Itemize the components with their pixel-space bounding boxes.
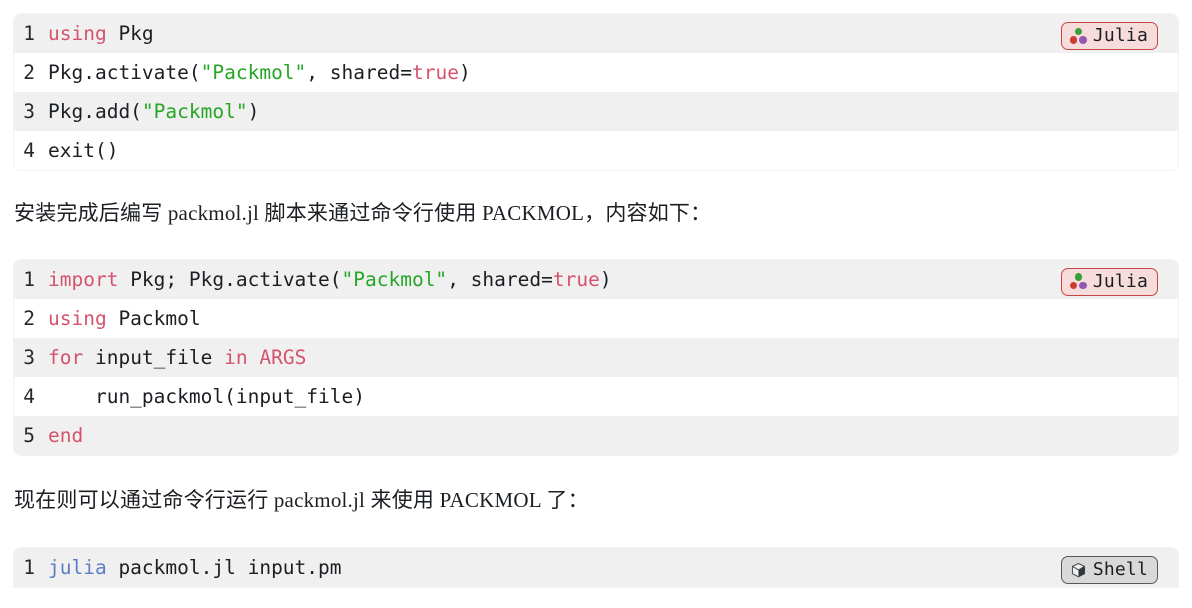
spacer-before-block-2 [14, 230, 1178, 260]
code-token: "Packmol" [341, 267, 448, 291]
line-number: 2 [23, 61, 35, 84]
language-badge-label: Julia [1092, 270, 1148, 292]
paragraph-install-note: 安装完成后编写 packmol.jl 脚本来通过命令行使用 PACKMOL，内容… [14, 201, 712, 225]
code-token: ) [458, 61, 471, 84]
julia-logo-icon [1069, 27, 1087, 45]
code-token: , shared= [306, 61, 412, 84]
cube-icon [1071, 562, 1085, 577]
code-line[interactable]: 1 import Pkg; Pkg.activate("Packmol", sh… [14, 259, 1178, 299]
line-number: 5 [23, 423, 35, 447]
code-token: , shared= [447, 267, 553, 291]
code-text: import Pkg; Pkg.activate("Packmol", shar… [48, 260, 622, 299]
code-token: Packmol [106, 306, 201, 330]
code-block-julia-install: Julia 1 using Pkg 2 Pkg.activate("Packmo… [14, 14, 1178, 170]
code-line[interactable]: 4 exit() [14, 131, 1178, 170]
language-badge-shell[interactable]: Shell [1060, 556, 1158, 584]
code-token: "Packmol" [141, 100, 248, 123]
language-badge-julia[interactable]: Julia [1060, 22, 1158, 50]
code-line[interactable]: 2 using Packmol [14, 298, 1178, 338]
code-token: input_file [83, 345, 225, 369]
line-number: 3 [23, 345, 35, 369]
code-token: using [48, 22, 107, 45]
code-text: for input_file in ARGS [48, 338, 316, 377]
code-token: Pkg; Pkg.activate( [118, 267, 342, 291]
code-token: "Packmol" [200, 61, 307, 84]
spacer-before-block-3 [14, 516, 1178, 548]
code-line[interactable]: 1 julia packmol.jl input.pm [14, 548, 1178, 587]
code-line[interactable]: 5 end [14, 415, 1178, 455]
code-block-shell-run: Shell 1 julia packmol.jl input.pm [14, 548, 1178, 587]
code-text: Pkg.activate("Packmol", shared=true) [48, 53, 481, 92]
code-text: run_packmol(input_file) [48, 377, 375, 416]
code-token: end [48, 423, 84, 447]
code-text: using Pkg [48, 14, 164, 53]
code-token: Pkg.add( [48, 100, 142, 123]
paragraph-run-note: 现在则可以通过命令行运行 packmol.jl 来使用 PACKMOL 了： [14, 487, 589, 512]
code-line[interactable]: 2 Pkg.activate("Packmol", shared=true) [14, 53, 1178, 92]
code-text: using Packmol [48, 299, 211, 338]
code-token: ) [599, 267, 612, 291]
line-number: 1 [23, 267, 35, 291]
spacer-after-block-1 [14, 170, 1178, 198]
code-text: julia packmol.jl input.pm [48, 548, 352, 587]
julia-logo-icon [1069, 273, 1087, 290]
line-number: 1 [23, 556, 35, 579]
code-text: Pkg.add("Packmol") [48, 92, 269, 131]
line-number: 1 [23, 22, 35, 45]
line-number: 4 [23, 139, 35, 162]
code-token: packmol.jl input.pm [106, 556, 342, 579]
code-text: end [48, 416, 93, 455]
code-text: exit() [48, 131, 128, 170]
code-line[interactable]: 1 using Pkg [14, 14, 1178, 53]
code-token: using [48, 306, 107, 330]
code-line[interactable]: 3 Pkg.add("Packmol") [14, 92, 1178, 131]
code-token: julia [48, 556, 107, 579]
code-token: import [48, 267, 119, 291]
code-token: in ARGS [224, 345, 307, 369]
code-block-julia-script: Julia 1 import Pkg; Pkg.activate("Packmo… [14, 259, 1178, 455]
top-spacer [14, 0, 1178, 14]
language-badge-label: Shell [1092, 559, 1148, 580]
line-number: 4 [23, 384, 35, 408]
language-badge-julia[interactable]: Julia [1060, 267, 1158, 296]
language-badge-label: Julia [1092, 25, 1148, 46]
code-token: Pkg [106, 22, 154, 45]
code-token: true [552, 267, 600, 291]
code-line[interactable]: 3 for input_file in ARGS [14, 337, 1178, 377]
code-line[interactable]: 4 run_packmol(input_file) [14, 376, 1178, 416]
code-token: true [411, 61, 459, 84]
code-token: run_packmol(input_file) [48, 384, 365, 408]
code-token: Pkg.activate( [48, 61, 201, 84]
line-number: 3 [23, 100, 35, 123]
spacer-after-block-2 [14, 455, 1178, 485]
code-token: for [48, 345, 84, 369]
code-token: ) [247, 100, 260, 123]
code-token: exit() [48, 139, 119, 162]
line-number: 2 [23, 306, 35, 330]
